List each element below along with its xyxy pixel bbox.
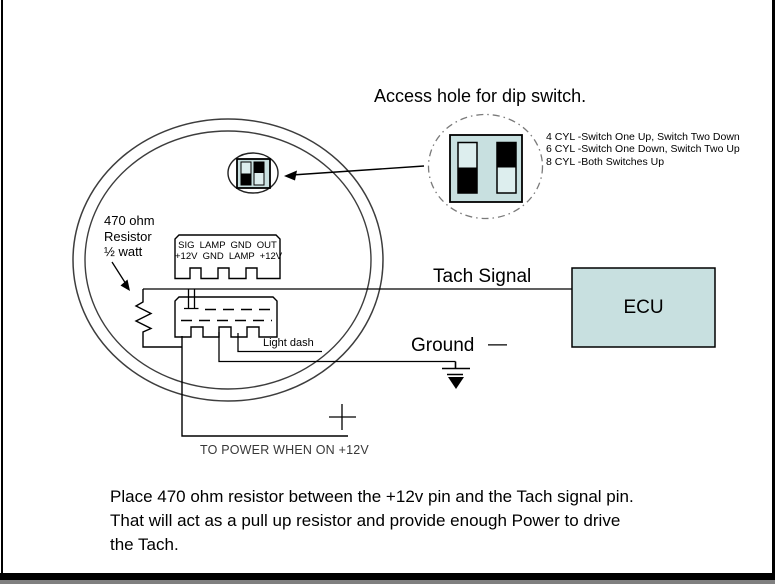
ecu-box — [571, 267, 716, 348]
access-hole-title: Access hole for dip switch. — [374, 86, 587, 106]
resistor-pointer-arrowhead-icon — [120, 279, 130, 291]
footnote-line1: Place 470 ohm resistor between the +12v … — [110, 487, 634, 506]
access-pointer-arrowhead-icon — [284, 170, 297, 181]
dip-switch-2-slider — [497, 142, 516, 168]
resistor-pointer-arrow-line — [111, 261, 127, 285]
switch-setting-4cyl: 4 CYL -Switch One Up, Switch Two Down — [546, 131, 740, 143]
tach-signal-label: Tach Signal — [433, 266, 532, 287]
resistor-note-line1: 470 ohm — [104, 213, 155, 228]
access-detail-dashed-circle — [427, 113, 544, 220]
mini-dip-switch-2-slider — [254, 162, 264, 173]
resistor-note-line3: ½ watt — [104, 244, 143, 260]
ground-wire — [218, 332, 456, 363]
ground-dash: — — [488, 334, 507, 355]
resistor-symbol — [134, 289, 182, 348]
bottom-border — [0, 573, 775, 580]
right-border — [772, 0, 775, 580]
resistor-note: 470 ohm Resistor ½ watt — [104, 213, 155, 260]
light-dash-label: Light dash — [263, 337, 314, 349]
footnote: Place 470 ohm resistor between the +12v … — [110, 485, 634, 557]
power-wire — [181, 336, 348, 437]
pinout-row2: +12V GND LAMP +12V — [175, 251, 283, 262]
gauge-outer-circle — [72, 118, 384, 402]
footnote-line3: the Tach. — [110, 535, 179, 554]
ground-label: Ground — [411, 335, 475, 356]
plus-symbol-icon — [329, 404, 356, 430]
switch-setting-8cyl: 8 CYL -Both Switches Up — [546, 155, 665, 168]
gauge-inner-circle — [84, 130, 372, 390]
connector-housing — [174, 296, 278, 338]
mini-dip-switch-1-slider — [241, 173, 251, 185]
ecu-label: ECU — [623, 296, 664, 318]
pinout-labels: SIG LAMP GND OUT +12V GND LAMP +12V — [175, 240, 283, 262]
resistor-note-line2: Resistor — [104, 228, 152, 244]
access-pointer-arrow-line — [291, 165, 425, 176]
ground-arrowhead-icon — [448, 377, 464, 389]
signal-pin — [184, 289, 199, 310]
power-note: TO POWER WHEN ON +12V — [200, 443, 369, 457]
light-dash-wire — [237, 333, 322, 353]
dip-switch-access-hole — [227, 152, 279, 194]
dip-switch-1-slider — [458, 167, 477, 193]
switch-setting-6cyl: 6 CYL -Switch One Down, Switch Two Up — [546, 143, 740, 156]
left-border — [1, 0, 3, 580]
switch-settings-list: 4 CYL -Switch One Up, Switch Two Down 6 … — [546, 131, 740, 168]
pinout-row1: SIG LAMP GND OUT — [178, 240, 277, 251]
footnote-line2: That will act as a pull up resistor and … — [110, 511, 621, 530]
bottom-gray-strip — [0, 580, 775, 584]
pinout-label-block — [174, 234, 281, 280]
ground-symbol-icon — [442, 361, 470, 376]
